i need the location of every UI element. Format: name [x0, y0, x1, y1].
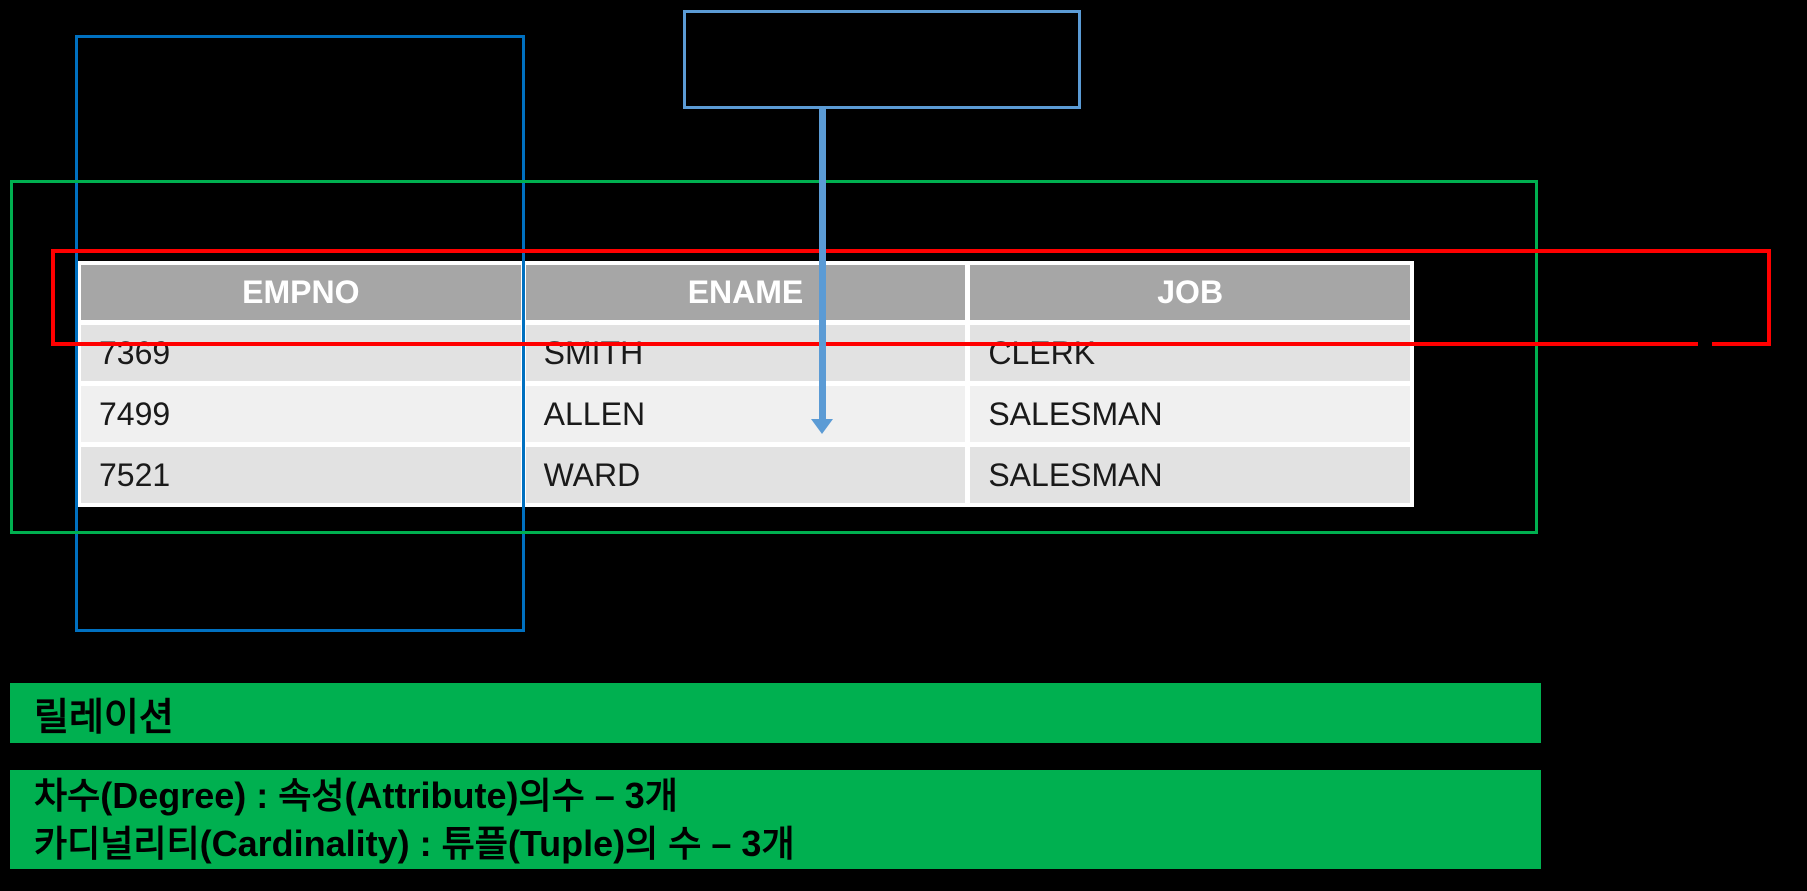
table-cell-job-1: CLERK [970, 325, 1410, 381]
table-cell-empno-2: 7499 [81, 386, 521, 442]
header-cell-empno: EMPNO [81, 265, 521, 320]
header-row-outline [51, 249, 1771, 346]
table-cell-ename-3: WARD [525, 447, 966, 503]
attribute-column-outline [75, 35, 525, 632]
table-cell-job-2: SALESMAN [970, 386, 1410, 442]
header-cell-job: JOB [970, 265, 1410, 320]
tick-mark [1698, 340, 1712, 347]
table-cell-ename-1: SMITH [525, 325, 966, 381]
degree-label: 차수(Degree) : 속성(Attribute)의수 – 3개 [34, 774, 678, 816]
relation-label-bar: 릴레이션 [10, 683, 1541, 743]
table-cell-empno-3: 7521 [81, 447, 521, 503]
relation-outline [10, 180, 1538, 534]
employee-table: EMPNO ENAME JOB 7369 SMITH CLERK 7499 AL… [77, 261, 1414, 507]
cardinality-label: 카디널리티(Cardinality) : 튜플(Tuple)의 수 – 3개 [34, 822, 795, 864]
down-arrow-stem [819, 109, 826, 419]
relation-label: 릴레이션 [34, 696, 174, 739]
down-arrow-icon [811, 419, 833, 434]
annotation-box [683, 10, 1081, 109]
table-cell-job-3: SALESMAN [970, 447, 1410, 503]
header-cell-ename: ENAME [525, 265, 966, 320]
table-cell-ename-2: ALLEN [525, 386, 966, 442]
degree-cardinality-bar: 차수(Degree) : 속성(Attribute)의수 – 3개 카디널리티(… [10, 770, 1541, 869]
table-cell-empno-1: 7369 [81, 325, 521, 381]
